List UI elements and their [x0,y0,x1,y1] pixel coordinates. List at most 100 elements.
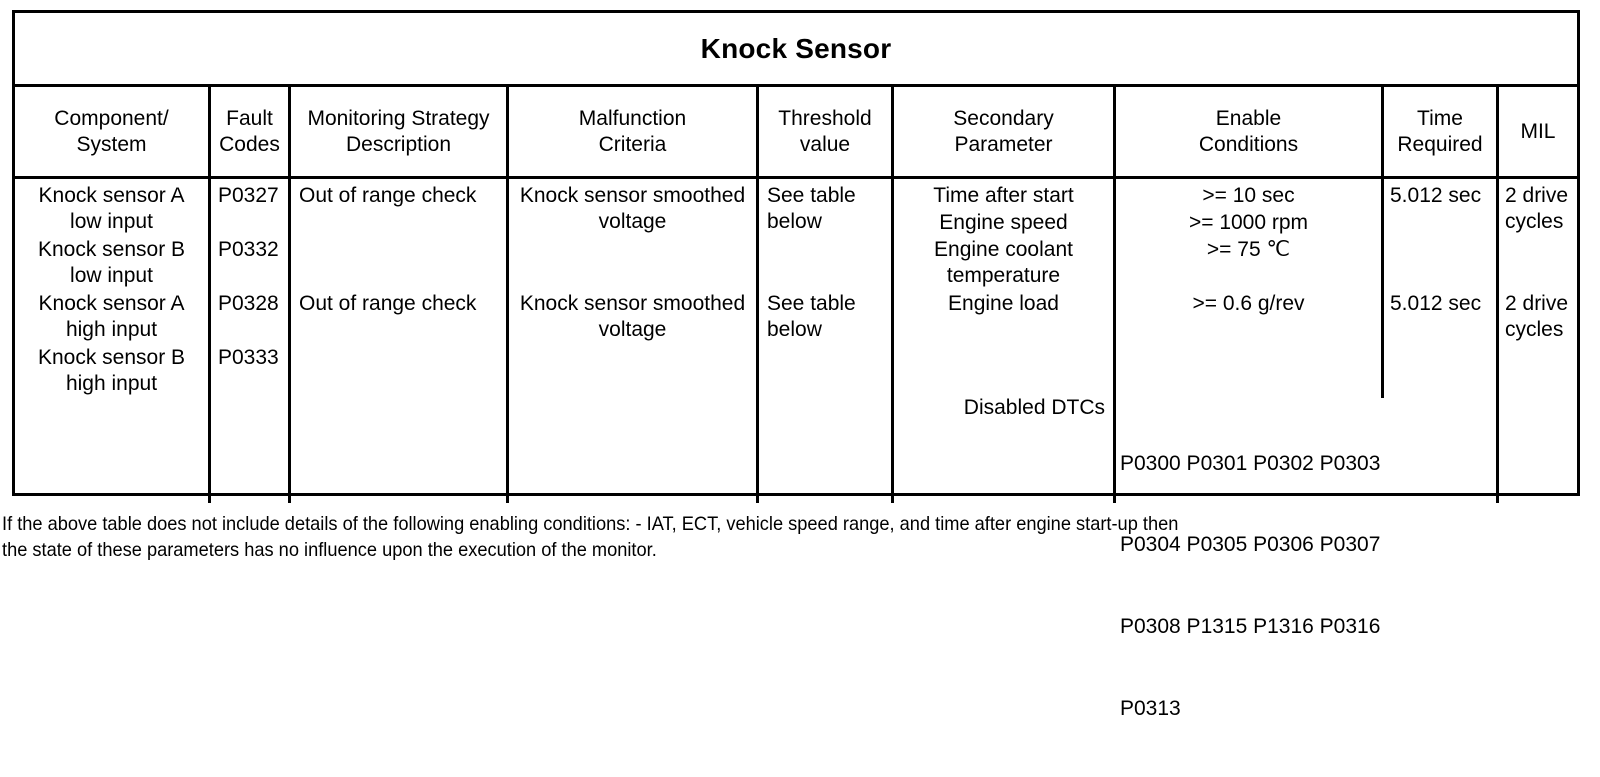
cell-disabled-dtcs-label: Disabled DTCs [963,396,1105,419]
threshold-row2-line1: See table [767,292,856,315]
cell-malfunction-row2: Knock sensor smoothed voltage [509,291,756,344]
cell-component-a-low: Knock sensor A low input [15,183,208,236]
header-enable-conditions: Enable Conditions [1116,87,1381,176]
component-b-high-line1: Knock sensor B [37,346,186,369]
mil-row1-line2: cycles [1505,210,1564,234]
malfunction-row2-line1: Knock sensor smoothed [519,292,746,315]
cell-component-b-low: Knock sensor B low input [15,237,208,290]
page-title: Knock Sensor [700,32,892,64]
cell-fault-code-b-high: P0333 [218,346,279,369]
cell-secondary-param-3: Engine coolant temperature [894,237,1113,290]
header-divider-2 [288,87,291,179]
body-divider-6 [1113,179,1116,503]
header-fault-codes-line1: Fault [226,106,273,130]
component-a-high-line1: Knock sensor A [38,292,185,315]
cell-monitoring-row1: Out of range check [299,184,477,207]
threshold-row2-line2: below [767,318,822,342]
header-malfunction-criteria: Malfunction Criteria [509,87,756,176]
cell-fault-code-a-high: P0328 [218,292,279,315]
disabled-dtc-line-3: P0308 P1315 P1316 P0316 [1120,615,1381,639]
component-a-low-line1: Knock sensor A [38,184,185,207]
header-monitoring-strategy: Monitoring Strategy Description [291,87,506,176]
mil-row2-line2: cycles [1505,318,1564,342]
malfunction-row2-line2: voltage [598,318,667,342]
cell-secondary-param-2: Engine speed [939,211,1068,234]
malfunction-row1-line1: Knock sensor smoothed [519,184,746,207]
cell-secondary-param-4: Engine load [948,292,1059,315]
disabled-dtc-line-1: P0300 P0301 P0302 P0303 [1120,451,1381,475]
body-divider-7 [1381,179,1384,398]
body-divider-2 [288,179,291,503]
header-secondary-line2: Parameter [954,132,1053,156]
header-mil: MIL [1499,87,1577,176]
cell-threshold-row2: See table below [763,291,891,344]
header-secondary-parameter: Secondary Parameter [894,87,1113,176]
cell-component-b-high: Knock sensor B high input [15,345,208,398]
header-monitoring-line2: Description [345,132,452,156]
cell-fault-code-a-low: P0327 [218,184,279,207]
cell-enable-condition-2: >= 1000 rpm [1188,211,1309,234]
disabled-dtc-line-2: P0304 P0305 P0306 P0307 [1120,533,1381,557]
cell-time-required-row2: 5.012 sec [1390,292,1482,315]
cell-component-a-high: Knock sensor A high input [15,291,208,344]
header-time-line2: Required [1397,132,1483,156]
body-divider-3 [506,179,509,503]
cell-enable-condition-1: >= 10 sec [1202,184,1295,207]
footnote-line-2: the state of these parameters has no inf… [2,538,657,561]
cell-threshold-row1: See table below [763,183,891,236]
cell-enable-condition-4: >= 0.6 g/rev [1192,292,1305,315]
component-a-high-line2: high input [65,318,158,342]
table-body: Knock sensor A low input Knock sensor B … [15,179,1577,720]
secondary-param-3-line2: temperature [946,264,1061,288]
header-time-line1: Time [1417,106,1463,130]
table-title-band: Knock Sensor [15,13,1577,87]
component-b-high-line2: high input [65,372,158,396]
component-a-low-line2: low input [70,210,153,234]
disabled-dtc-line-4: P0313 [1120,697,1181,721]
page-root: Knock Sensor Component/ System Fault Cod… [2,10,1580,720]
secondary-param-3-line1: Engine coolant [934,238,1073,261]
body-divider-8 [1496,179,1499,503]
header-secondary-line1: Secondary [953,106,1054,130]
header-threshold-line1: Threshold [778,106,872,130]
body-divider-5 [891,179,894,503]
header-monitoring-line1: Monitoring Strategy [307,106,490,130]
threshold-row1-line1: See table [767,184,856,207]
malfunction-row1-line2: voltage [598,210,667,234]
body-divider-1 [208,179,211,503]
header-divider-6 [1113,87,1116,179]
header-divider-8 [1496,87,1499,179]
header-divider-4 [756,87,759,179]
header-fault-codes: Fault Codes [211,87,288,176]
cell-mil-row2: 2 drive cycles [1501,291,1577,344]
header-divider-7 [1381,87,1384,179]
header-malfunction-line2: Criteria [598,132,667,156]
body-divider-4 [756,179,759,503]
header-threshold-line2: value [799,132,851,156]
knock-sensor-table: Knock Sensor Component/ System Fault Cod… [12,10,1580,720]
mil-row2-line1: 2 drive [1505,292,1569,315]
footnote: If the above table does not include deta… [2,512,1494,563]
threshold-row1-line2: below [767,210,822,234]
header-component-system-line1: Component/ [54,106,169,130]
cell-fault-code-b-low: P0332 [218,238,279,261]
header-enable-line1: Enable [1215,106,1282,130]
component-b-low-line1: Knock sensor B [37,238,186,261]
cell-malfunction-row1: Knock sensor smoothed voltage [509,183,756,236]
cell-monitoring-row2: Out of range check [299,292,477,315]
header-time-required: Time Required [1384,87,1496,176]
cell-enable-condition-3: >= 75 ℃ [1206,238,1291,261]
header-threshold-value: Threshold value [759,87,891,176]
header-divider-1 [208,87,211,179]
header-component-system-line2: System [76,132,147,156]
cell-time-required-row1: 5.012 sec [1390,184,1482,207]
header-divider-3 [506,87,509,179]
table-header-row: Component/ System Fault Codes Monitoring… [15,87,1577,179]
cell-secondary-param-1: Time after start [933,184,1074,207]
header-enable-line2: Conditions [1198,132,1299,156]
mil-row1-line1: 2 drive [1505,184,1569,207]
header-divider-5 [891,87,894,179]
header-malfunction-line1: Malfunction [578,106,687,130]
header-mil-label: MIL [1520,119,1556,143]
component-b-low-line2: low input [70,264,153,288]
